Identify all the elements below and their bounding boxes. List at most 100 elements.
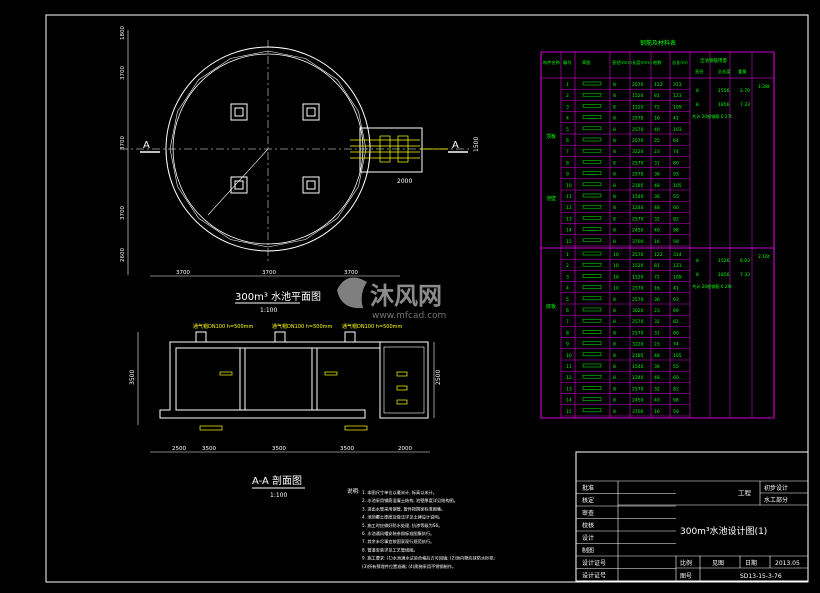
table-cell: 3020 — [632, 308, 644, 314]
table-cell: 72 — [654, 274, 660, 280]
table-cell: 2570 — [632, 286, 644, 292]
dim-vertical: 3700 — [120, 136, 126, 150]
rebar-shape — [582, 193, 602, 198]
dim-vertical: 3700 — [120, 66, 126, 80]
table-cell: 1540 — [632, 364, 644, 370]
table-group-label: 池壁 — [546, 195, 556, 202]
table-cell: 10 — [566, 183, 572, 189]
table-cell: 82 — [673, 216, 679, 222]
table-cell: 55 — [673, 364, 679, 370]
table-cell: 10 — [613, 286, 619, 292]
table-cell: 2570 — [632, 319, 644, 325]
table-cell: 2185 — [632, 353, 644, 359]
table-cell: 3700 — [632, 409, 644, 415]
table-cell: 60 — [673, 205, 679, 211]
summary-cell: 1526 — [718, 258, 730, 264]
rebar-shape — [582, 386, 602, 390]
table-cell: 16 — [654, 239, 660, 245]
table-cell: 32 — [654, 319, 660, 325]
table-cell: 10 — [566, 353, 572, 359]
note-item: 2. 水池采用钢筋混凝土结构, 池壁厚度详见结构图。 — [362, 497, 458, 504]
summary-total: 1.28t — [758, 84, 770, 90]
rebar-shape — [582, 262, 602, 267]
table-header: 简图 — [582, 59, 590, 66]
note-item: 8. 管道安装详见工艺管线图。 — [362, 546, 418, 553]
table-cell: 5 — [566, 297, 569, 303]
dim-horizontal: 3700 — [262, 270, 276, 276]
tb-scale-value: 见图 — [712, 560, 724, 567]
table-cell: 8 — [613, 398, 616, 404]
table-cell: 60 — [673, 375, 679, 381]
rebar-shape — [582, 182, 602, 187]
table-cell: 8 — [613, 375, 616, 381]
notes-heading: 说明: — [347, 487, 360, 495]
dim-vertical: 3700 — [120, 206, 126, 220]
table-cell: 1 — [566, 82, 569, 88]
table-cell: 1520 — [632, 104, 644, 110]
table-cell: 36 — [654, 364, 660, 370]
table-cell: 9 — [566, 172, 569, 178]
table-cell: 36 — [654, 172, 660, 178]
table-cell: 25 — [654, 138, 660, 144]
table-cell: 82 — [673, 386, 679, 392]
table-cell: 1540 — [632, 194, 644, 200]
table-cell: 74 — [673, 149, 679, 155]
summary-cell: 1556 — [718, 88, 730, 94]
note-item: 3. 进出水管采用钢管, 管件按国家标准图集。 — [362, 505, 445, 512]
vent-caps — [195, 331, 356, 342]
section-mark-right: A — [452, 140, 459, 151]
table-cell: 8 — [613, 386, 616, 392]
table-group-label: 底板 — [546, 303, 556, 310]
table-cell: 3220 — [632, 342, 644, 348]
tb-left-label: 核定 — [582, 497, 594, 505]
table-cell: 10 — [613, 252, 619, 258]
table-cell: 8 — [613, 319, 616, 325]
rebar-shape — [582, 204, 602, 209]
table-cell: 8 — [613, 127, 616, 133]
table-cell: 2450 — [632, 398, 644, 404]
note-item: 9. 施工要求: (1)水池满水试验合格后方可回填; (2)池内壁应抹防水砂浆; — [362, 555, 495, 562]
note-item: (3)所有预埋件位置准确; (4)爬梯采用不锈钢制作。 — [362, 563, 456, 570]
rebar-shape — [582, 408, 602, 413]
rebar-shape — [582, 352, 602, 357]
table-cell: 109 — [673, 104, 682, 110]
table-cell: 13 — [566, 386, 572, 392]
table-cell: 36 — [654, 297, 660, 303]
table-cell: 2570 — [632, 252, 644, 258]
section-valve-room-inner — [383, 346, 425, 414]
summary-total: 2.16t — [758, 254, 770, 260]
table-cell: 41 — [673, 116, 679, 122]
table-cell: 2570 — [632, 82, 644, 88]
table-cell: 3 — [566, 104, 569, 110]
rebar-shape — [582, 104, 602, 108]
table-cell: 55 — [673, 194, 679, 200]
table-note: 共计 20根钢筋 0.27t — [692, 113, 732, 120]
watermark-url: www.mfcad.com — [372, 311, 446, 321]
table-cell: 23 — [654, 342, 660, 348]
tb-left-label: 校核 — [582, 522, 594, 530]
rebar-shape — [582, 274, 602, 278]
section-outline-left — [159, 341, 381, 419]
dim-vertical: 2600 — [120, 248, 126, 262]
table-note: 共计 20根钢筋 0.29t — [692, 283, 732, 290]
tb-right-label: 初步设计 — [764, 484, 788, 492]
summary-cell: 8 — [696, 272, 699, 278]
table-cell: 32 — [654, 386, 660, 392]
table-cell: 9 — [566, 342, 569, 348]
table-cell: 105 — [673, 183, 682, 189]
section-mark-left: A — [143, 140, 150, 151]
summary-cell: 1856 — [718, 272, 730, 278]
table-cell: 14 — [566, 228, 572, 234]
rebar-shape — [582, 216, 602, 220]
table-cell: 8 — [613, 239, 616, 245]
table-cell: 1240 — [632, 375, 644, 381]
table-cell: 72 — [654, 104, 660, 110]
table-cell: 8 — [613, 104, 616, 110]
table-cell: 103 — [673, 127, 682, 133]
table-cell: 31 — [654, 330, 660, 336]
tb-number-value: SD13-15-3-76 — [740, 573, 782, 580]
table-cell: 122 — [654, 82, 663, 88]
table-cell: 8 — [613, 160, 616, 166]
